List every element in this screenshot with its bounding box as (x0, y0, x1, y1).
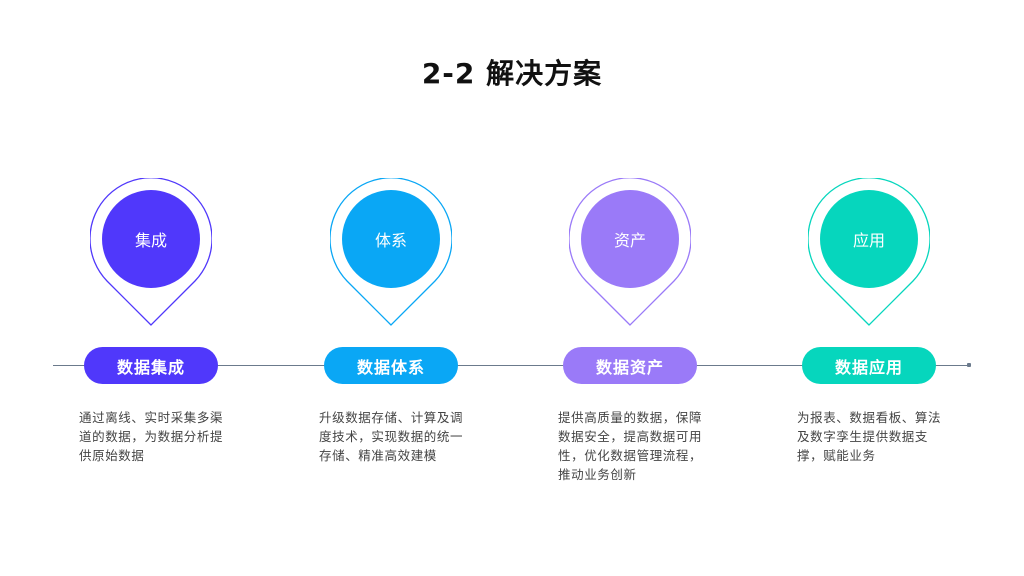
pin-label: 应用 (820, 190, 918, 288)
step-pill-data-integration[interactable]: 数据集成 (84, 347, 218, 384)
step-pill-data-application[interactable]: 数据应用 (802, 347, 936, 384)
pin-label: 集成 (102, 190, 200, 288)
step-description: 为报表、数据看板、算法及数字孪生提供数据支撑，赋能业务 (797, 410, 942, 463)
step-description: 升级数据存储、计算及调度技术，实现数据的统一存储、精准高效建模 (319, 410, 464, 463)
map-pin-icon: 集成 (90, 178, 212, 326)
page-title: 2-2 解决方案 (421, 57, 603, 90)
pin-label: 体系 (342, 190, 440, 288)
pin-label: 资产 (581, 190, 679, 288)
map-pin-icon: 体系 (330, 178, 452, 326)
step-pill-data-asset[interactable]: 数据资产 (563, 347, 697, 384)
step-description: 提供高质量的数据，保障数据安全，提高数据可用性，优化数据管理流程，推动业务创新 (558, 410, 703, 482)
step-pill-data-system[interactable]: 数据体系 (324, 347, 458, 384)
timeline-line (53, 365, 969, 366)
step-description: 通过离线、实时采集多渠道的数据，为数据分析提供原始数据 (79, 410, 224, 463)
timeline-end-marker (967, 363, 971, 367)
map-pin-icon: 资产 (569, 178, 691, 326)
map-pin-icon: 应用 (808, 178, 930, 326)
